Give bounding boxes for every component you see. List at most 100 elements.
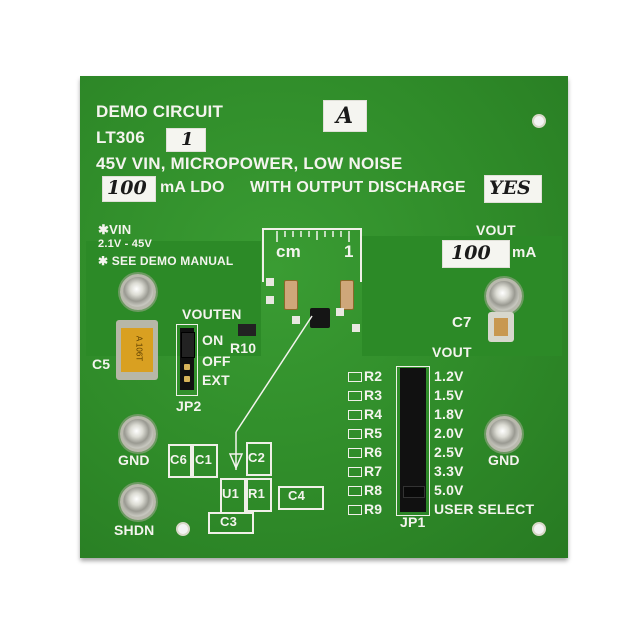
revision-box: A [323, 100, 367, 132]
ruler-unit: cm [276, 242, 301, 261]
discharge-value-box: YES [484, 175, 542, 203]
ruler-ticks [276, 231, 350, 242]
see-manual-label: ✱ SEE DEMO MANUAL [98, 254, 234, 268]
c5-body: A 106T [121, 328, 153, 372]
jp2-pin-1 [184, 364, 190, 370]
jp2-ext-label: EXT [202, 372, 230, 388]
resistor-pad [348, 505, 362, 515]
mounting-hole-top-right [532, 114, 546, 128]
jp2-on-label: ON [202, 332, 224, 348]
u1-pointer-line [228, 315, 313, 470]
pcb-board: DEMO CIRCUIT A LT306 1 45V VIN, MICROPOW… [80, 76, 568, 558]
part-number-prefix: LT306 [96, 128, 145, 147]
voltage-value: USER SELECT [434, 501, 535, 517]
c1-label: C1 [195, 452, 213, 467]
board-title: DEMO CIRCUIT [96, 102, 224, 121]
voltage-value: 2.5V [434, 444, 464, 460]
ic-pad-3 [352, 324, 360, 332]
resistor-ref: R7 [364, 463, 383, 479]
jp1-shunt[interactable] [403, 486, 425, 498]
ruler-mark: 1 [344, 242, 354, 261]
resistor-ref: R5 [364, 425, 383, 441]
c2-label: C2 [248, 450, 266, 465]
vout-current-box: 100 [442, 240, 510, 268]
ldo-ic [310, 308, 330, 328]
voltage-value: 1.8V [434, 406, 464, 422]
r1-outline [246, 478, 272, 512]
output-cap-top [340, 280, 354, 310]
c5-marking: A 106T [134, 335, 144, 362]
jp2-off-label: OFF [202, 353, 231, 369]
resistor-pad [348, 467, 362, 477]
c6-outline [168, 444, 192, 478]
voltage-value: 2.0V [434, 425, 464, 441]
gnd-label-right: GND [488, 452, 520, 468]
resistor-pad [348, 448, 362, 458]
resistor-ref: R2 [364, 368, 383, 384]
resistor-ref: R6 [364, 444, 383, 460]
jp2-pin-2 [184, 376, 190, 382]
c3-label: C3 [220, 514, 238, 529]
resistor-pad [348, 429, 362, 439]
gnd-turret-post-right[interactable] [486, 416, 522, 452]
r10-label: R10 [230, 340, 257, 356]
c4-outline [278, 486, 324, 510]
jp2-shunt[interactable] [181, 332, 195, 358]
resistor-ref: R8 [364, 482, 383, 498]
jp2-outline [176, 324, 198, 396]
vouten-label: VOUTEN [182, 306, 242, 322]
vout-label-mid: VOUT [432, 344, 472, 360]
r1-label: R1 [248, 486, 266, 501]
vin-label: ✱VIN [98, 222, 132, 237]
part-suffix-value: 1 [181, 129, 194, 150]
u1-label: U1 [222, 486, 240, 501]
vout-current-value: 100 [451, 242, 491, 264]
ic-pad-1 [266, 296, 274, 304]
voltage-value: 3.3V [434, 463, 464, 479]
c5-label: C5 [92, 356, 111, 372]
c2-outline [246, 442, 272, 476]
resistor-pad [348, 486, 362, 496]
c3-outline [208, 512, 254, 534]
input-cap-top [284, 280, 298, 310]
resistor-ref: R3 [364, 387, 383, 403]
jp2-label: JP2 [176, 398, 202, 414]
discharge-label: WITH OUTPUT DISCHARGE [250, 179, 466, 196]
gnd-turret-post-left[interactable] [120, 416, 156, 452]
c7-capacitor [488, 312, 514, 342]
c6-label: C6 [170, 452, 188, 467]
vin-plane [86, 241, 261, 356]
description-line: 45V VIN, MICROPOWER, LOW NOISE [96, 154, 403, 173]
resistor-ref: R9 [364, 501, 383, 517]
vout-current-unit: mA [512, 244, 537, 261]
ic-pad-5 [336, 308, 344, 316]
resistor-ref: R4 [364, 406, 383, 422]
vout-turret-post[interactable] [486, 278, 522, 314]
gnd-label-left: GND [118, 452, 150, 468]
jp1-label: JP1 [400, 514, 426, 530]
shdn-label: SHDN [114, 522, 155, 538]
ic-pad-4 [292, 316, 300, 324]
part-suffix-box: 1 [166, 128, 206, 152]
mounting-hole-bottom-left [176, 522, 190, 536]
current-value-box: 100 [102, 176, 156, 202]
voltage-value: 5.0V [434, 482, 464, 498]
c7-label: C7 [452, 314, 472, 331]
ic-pad-2 [266, 278, 274, 286]
shdn-turret-post[interactable] [120, 484, 156, 520]
c4-label: C4 [288, 488, 306, 503]
resistor-pad [348, 410, 362, 420]
r10-resistor [238, 324, 256, 336]
current-value: 100 [107, 177, 147, 199]
voltage-value: 1.2V [434, 368, 464, 384]
revision-value: A [336, 103, 354, 129]
c7-body [494, 318, 508, 336]
vout-label-top: VOUT [476, 222, 516, 238]
vin-range-label: 2.1V - 45V [98, 238, 152, 250]
c5-capacitor: A 106T [116, 320, 158, 380]
vin-turret-post[interactable] [120, 274, 156, 310]
ruler-outline [262, 228, 362, 282]
discharge-value: YES [489, 177, 531, 199]
c1-outline [192, 444, 218, 478]
mounting-hole-bottom-right [532, 522, 546, 536]
